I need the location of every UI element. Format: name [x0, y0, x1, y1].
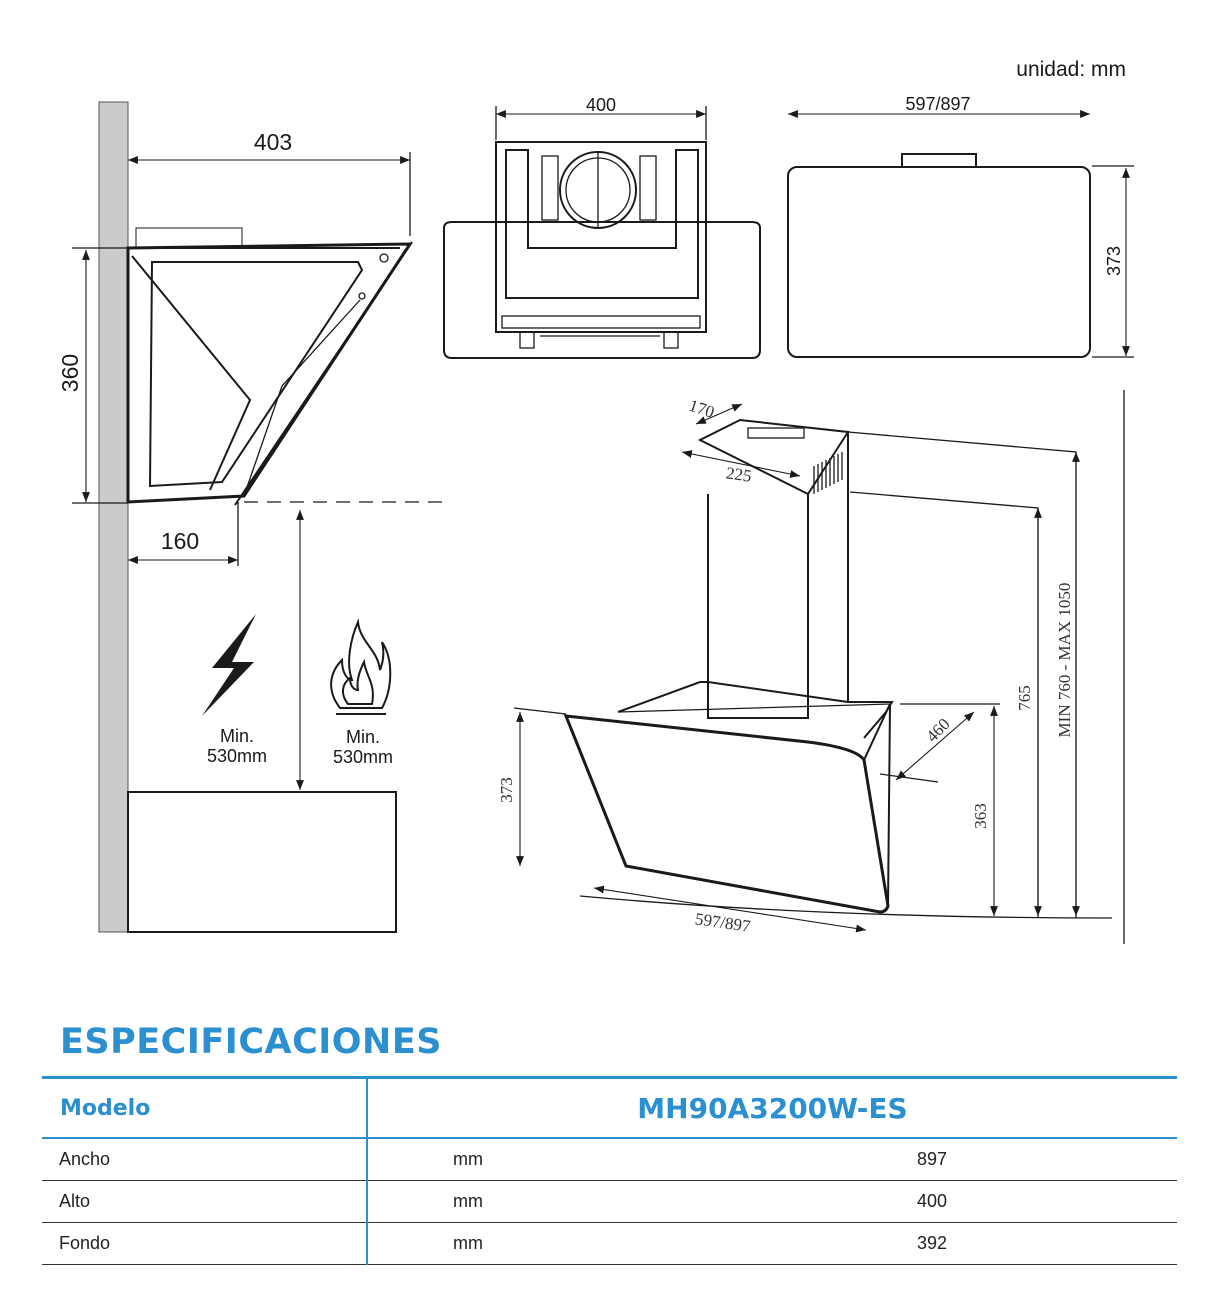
front-view: 597/897 373 — [787, 94, 1134, 358]
iso-range-dim: MIN 760 - MAX 1050 — [1055, 583, 1074, 738]
front-width-dim: 597/897 — [905, 94, 970, 114]
wall — [98, 101, 129, 933]
row-label: Alto — [42, 1180, 368, 1223]
technical-drawing: unidad: mm 403 360 160 Min. 530mm — [57, 58, 1134, 944]
specifications-title: ESPECIFICACIONES — [60, 1022, 442, 1062]
model-name: MH90A3200W-ES — [367, 1076, 1177, 1139]
row-unit: mm — [367, 1180, 703, 1223]
iso-chimney-width-dim: 225 — [725, 463, 753, 485]
side-height-dim: 360 — [57, 354, 83, 392]
electric-min-label: Min. — [220, 726, 254, 746]
iso-hood-depth-dim: 460 — [922, 714, 953, 746]
row-unit: mm — [367, 1138, 703, 1181]
row-label: Ancho — [42, 1138, 368, 1181]
row-value: 400 — [703, 1180, 1177, 1223]
front-height-dim: 373 — [1104, 246, 1124, 276]
table-header-row: Modelo MH90A3200W-ES — [42, 1076, 1177, 1139]
table-row: Fondo mm 392 — [42, 1222, 1177, 1265]
side-view: 403 360 160 Min. 530mm Min. 530mm — [57, 101, 444, 933]
model-header-label: Modelo — [42, 1076, 368, 1139]
iso-hood-height-dim: 363 — [971, 803, 990, 829]
worktop — [127, 791, 397, 933]
top-width-dim: 400 — [586, 95, 616, 115]
table-row: Alto mm 400 — [42, 1180, 1177, 1223]
row-value: 897 — [703, 1138, 1177, 1181]
iso-glass-height-dim: 373 — [497, 777, 516, 803]
lightning-icon — [202, 614, 256, 716]
flame-icon — [330, 618, 392, 715]
iso-width-dim: 597/897 — [694, 909, 752, 936]
electric-min-value: 530mm — [207, 746, 267, 766]
specifications-table: Modelo MH90A3200W-ES Ancho mm 897 Alto m… — [42, 1076, 1177, 1265]
iso-chimney-depth-dim: 170 — [687, 396, 717, 422]
iso-wall-height-dim: 765 — [1015, 685, 1034, 711]
unit-note: unidad: mm — [1016, 58, 1126, 81]
table-row: Ancho mm 897 — [42, 1138, 1177, 1181]
side-depth-dim: 403 — [254, 129, 292, 155]
iso-view: 170 225 373 460 363 765 MIN 760 - MAX 10… — [497, 390, 1125, 944]
side-offset-dim: 160 — [161, 528, 199, 554]
row-value: 392 — [703, 1222, 1177, 1265]
row-unit: mm — [367, 1222, 703, 1265]
row-label: Fondo — [42, 1222, 368, 1265]
top-view: 400 — [443, 95, 761, 359]
specifications-section: ESPECIFICACIONES Modelo MH90A3200W-ES An… — [42, 1022, 1177, 1265]
gas-min-label: Min. — [346, 727, 380, 747]
gas-min-value: 530mm — [333, 747, 393, 767]
